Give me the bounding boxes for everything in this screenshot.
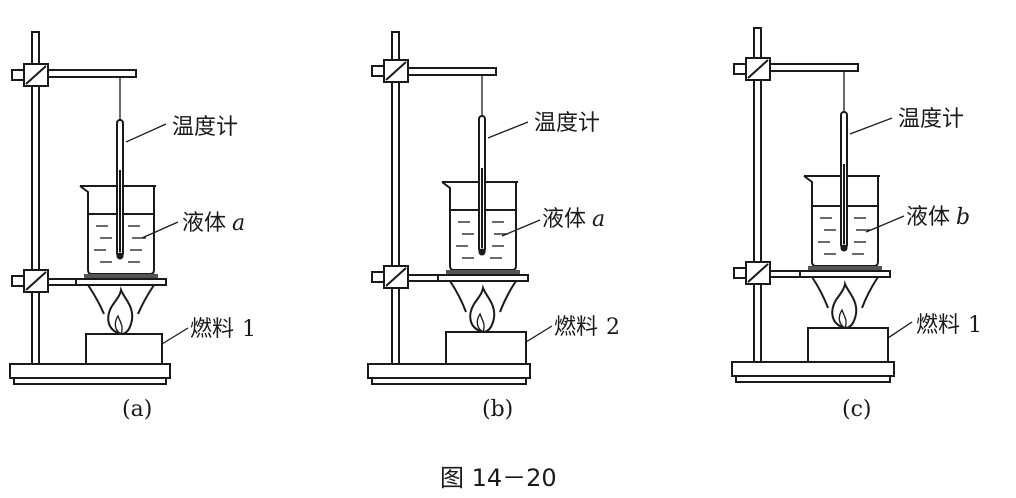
thermometer <box>116 119 124 260</box>
panel-caption: (b) <box>482 397 513 422</box>
thermometer <box>840 111 848 252</box>
fuel-leader <box>525 325 553 343</box>
iron-ring <box>371 265 529 313</box>
flame <box>107 286 134 336</box>
upper-clamp <box>733 57 859 81</box>
fuel-block <box>445 331 527 365</box>
flame <box>469 284 496 334</box>
stand-base <box>9 363 171 385</box>
thermometer-leader <box>487 121 529 139</box>
upper-clamp <box>11 63 137 87</box>
stand-rod <box>753 27 762 363</box>
thermometer-leader <box>125 123 167 143</box>
beaker <box>79 185 156 275</box>
thermometer-label: 温度计 <box>898 107 964 132</box>
fuel-block <box>85 333 163 365</box>
fuel-leader <box>161 327 189 345</box>
wire-gauze <box>84 274 158 279</box>
stand-base <box>367 363 531 385</box>
fuel-block <box>807 327 889 363</box>
thermometer-label: 温度计 <box>172 115 238 140</box>
wire-gauze <box>808 266 882 271</box>
thermometer <box>478 115 486 256</box>
iron-ring <box>733 261 891 309</box>
liquid-leader <box>865 215 905 233</box>
iron-ring <box>11 269 167 315</box>
panel-caption: (a) <box>122 397 152 422</box>
stand-base <box>731 361 895 383</box>
liquid-leader <box>501 219 541 237</box>
flame <box>831 280 858 330</box>
wire-gauze <box>446 270 520 275</box>
figure-caption: 图 14－20 <box>440 464 557 492</box>
panel-caption: (c) <box>842 397 872 422</box>
stand-rod <box>31 31 40 365</box>
upper-clamp <box>371 59 497 83</box>
thermometer-label: 温度计 <box>534 111 600 136</box>
thermometer-leader <box>849 117 893 135</box>
fuel-leader <box>887 321 913 339</box>
stand-rod <box>391 31 400 365</box>
liquid-leader <box>141 221 179 239</box>
